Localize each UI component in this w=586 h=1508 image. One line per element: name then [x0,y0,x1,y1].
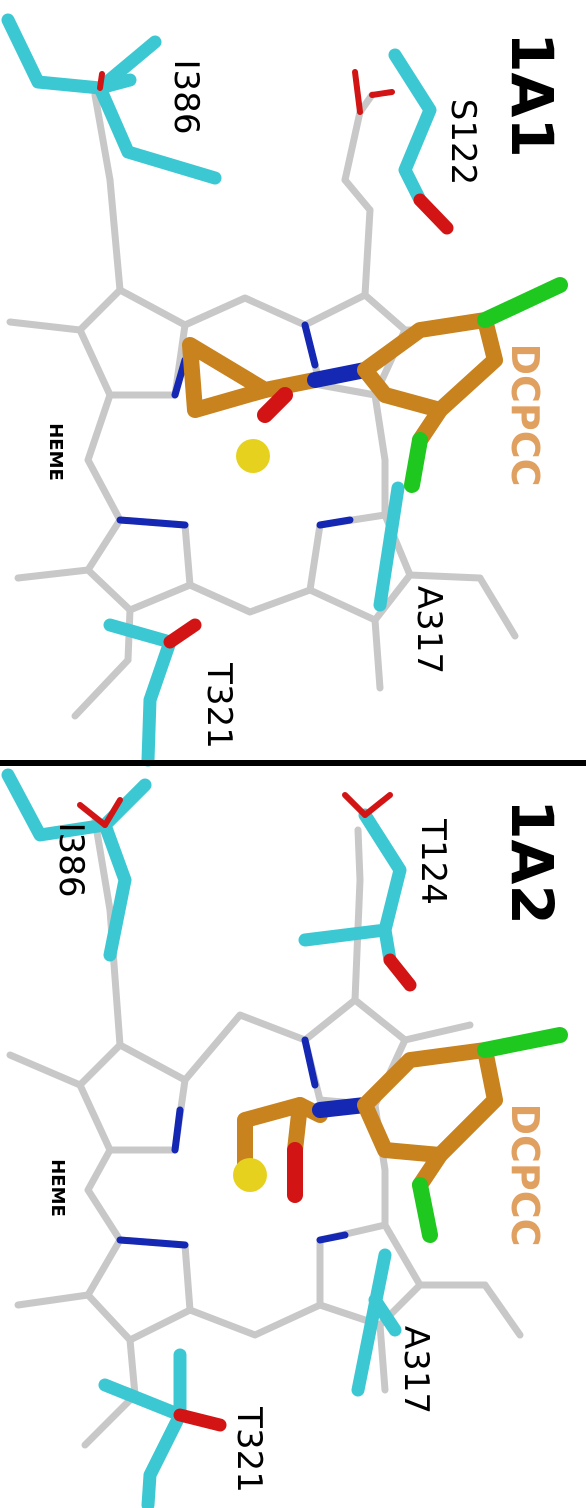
ligand-label-1a2: DCPCC [503,1103,547,1246]
heme-label-1a1: HEME [45,423,66,481]
residue-a317-1a2 [351,1248,402,1397]
ligand-dcpcc-1a1 [182,277,568,493]
residue-label-a317-1a1: A317 [409,586,449,674]
residue-label-a317-1a2: A317 [396,1326,436,1414]
heme-nitrogens-1a1 [116,321,354,529]
panel-1a2: 1A2 T124 I386 T321 A317 HEME DCPCC [1,768,568,1508]
heme-structure-1a2 [6,816,524,1449]
panel-title-1a1: 1A1 [498,32,566,158]
residue-label-i386-1a1: I386 [166,60,206,135]
iron-atom-1a1 [236,439,270,473]
residue-s122-1a1 [352,48,454,235]
residue-a317-1a1 [373,481,405,612]
ligand-dcpcc-1a2 [237,1027,568,1243]
residue-label-t321-1a1: T321 [199,662,239,749]
residue-label-s122-1a1: S122 [443,99,483,185]
residue-t321-1a2 [98,1348,227,1508]
heme-structure-1a1 [6,91,519,720]
residue-t321-1a1 [103,618,202,767]
residue-label-i386-1a2: I386 [51,823,91,898]
heme-label-1a2: HEME [47,1159,68,1217]
panel-title-1a2: 1A2 [498,799,566,925]
iron-atom-1a2 [233,1158,267,1192]
heme-nitrogens-1a2 [116,1036,349,1249]
residue-i386-1a1 [1,13,222,185]
residue-i386-1a2 [1,768,152,962]
residue-label-t321-1a2: T321 [229,1406,269,1493]
panel-1a1: 1A1 S122 I386 T321 A317 HEME DCPCC [1,13,568,767]
residue-t124-1a2 [298,792,417,992]
residue-label-t124-1a2: T124 [413,818,453,905]
ligand-label-1a1: DCPCC [503,343,547,486]
